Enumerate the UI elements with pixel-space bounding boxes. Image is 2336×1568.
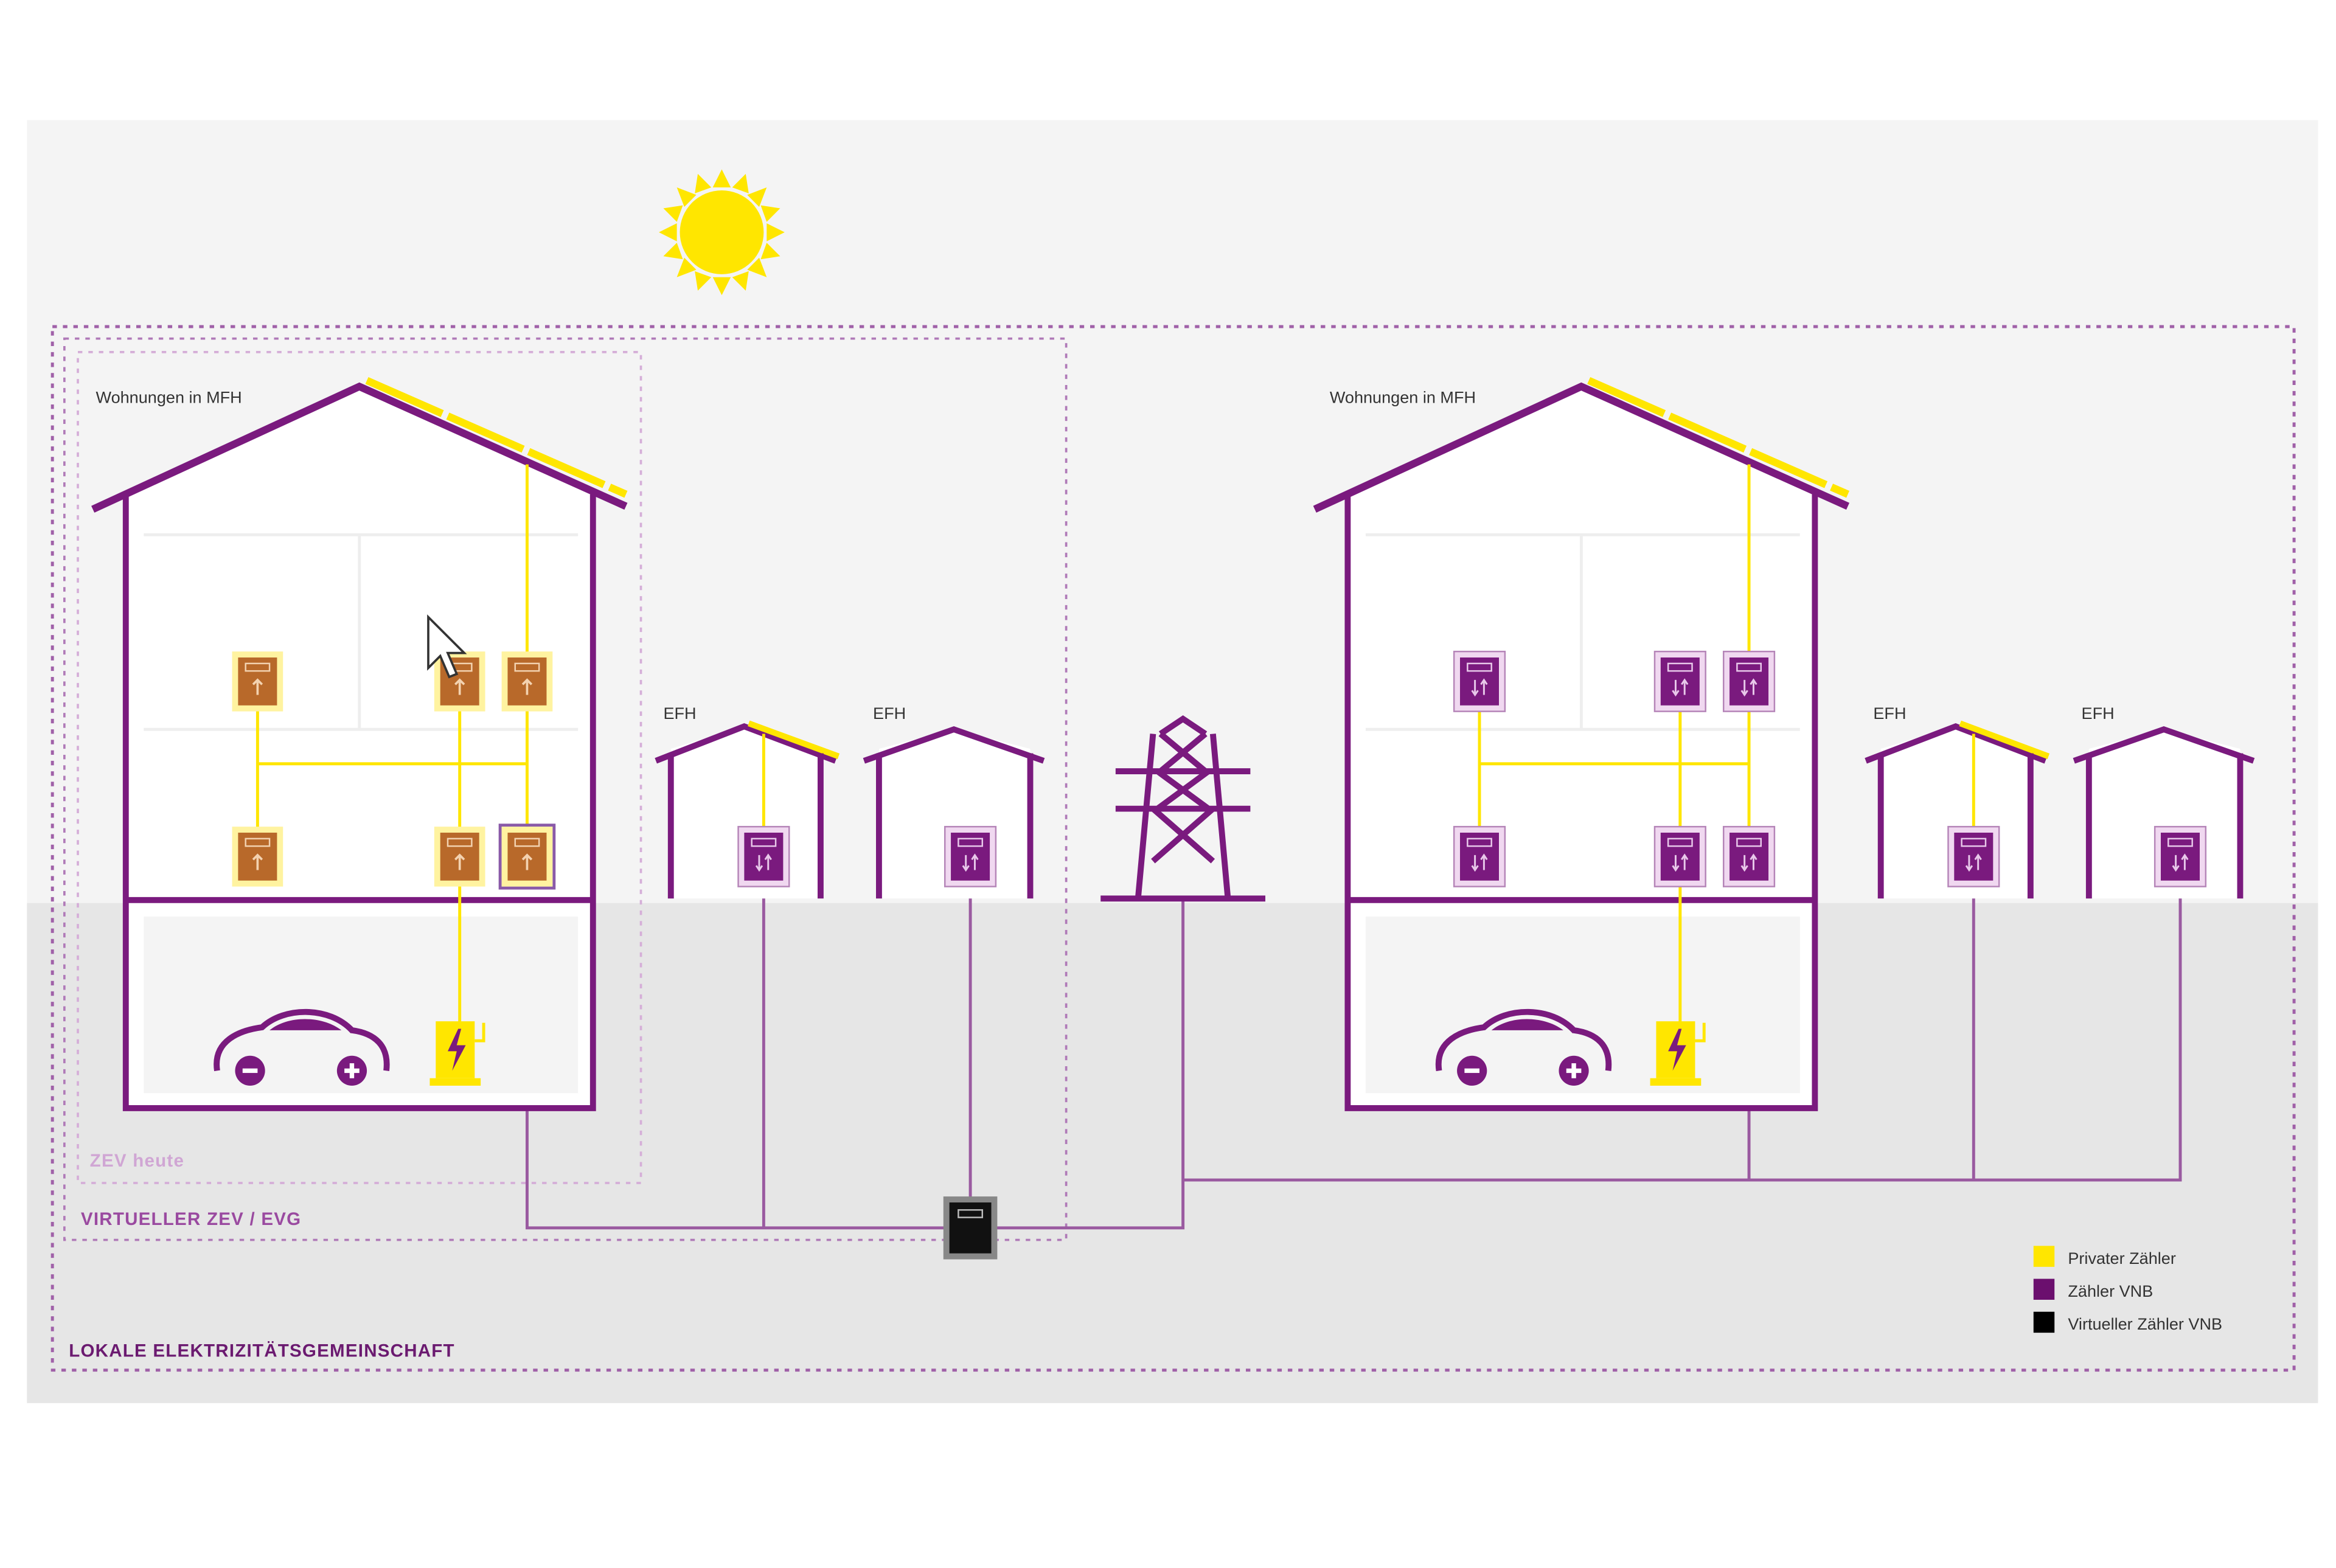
zone-lokale-eg	[50, 325, 2296, 1372]
virtual-meter-icon	[943, 1196, 998, 1260]
legend-swatch-private	[2033, 1246, 2055, 1267]
legend-label: Zähler VNB	[2068, 1282, 2153, 1300]
zone-zev-heute	[77, 351, 642, 1184]
mfh-right-label: Wohnungen in MFH	[1330, 388, 1476, 407]
vnb-meter-icon	[1653, 650, 1707, 713]
private-meter-icon	[500, 650, 554, 713]
private-meter-icon	[231, 650, 285, 713]
vnb-meter-icon	[2154, 825, 2207, 888]
legend-swatch-vnb	[2033, 1278, 2055, 1300]
legend-label: Privater Zähler	[2068, 1249, 2175, 1268]
mfh-left-label: Wohnungen in MFH	[96, 388, 242, 407]
vnb-meter-icon	[1722, 825, 1776, 888]
lokale-eg-label: LOKALE ELEKTRIZITÄTSGEMEINSCHAFT	[69, 1341, 455, 1361]
virtueller-zev-label: VIRTUELLER ZEV / EVG	[81, 1209, 301, 1229]
legend-swatch-virtual	[2033, 1311, 2055, 1333]
mouse-cursor-icon	[427, 614, 467, 679]
efh-4: EFH	[2073, 704, 2255, 899]
vnb-meter-icon	[1722, 650, 1776, 713]
efh-label: EFH	[663, 704, 696, 723]
vnb-meter-icon	[1453, 650, 1506, 713]
vnb-meter-icon	[944, 825, 997, 888]
legend-label: Virtueller Zähler VNB	[2068, 1314, 2222, 1333]
efh-label: EFH	[1873, 704, 1906, 723]
efh-2: EFH	[863, 704, 1045, 899]
efh-1: EFH	[655, 704, 840, 899]
zone-virtueller-zev	[63, 337, 1068, 1241]
sun-icon	[659, 169, 785, 296]
legend: Privater Zähler Zähler VNB Virtueller Zä…	[2033, 1246, 2222, 1333]
efh-label: EFH	[2082, 704, 2115, 723]
vnb-meter-icon	[1453, 825, 1506, 888]
vnb-meter-icon	[737, 825, 790, 888]
efh-3: EFH	[1865, 704, 2050, 899]
private-meter-icon	[231, 825, 285, 888]
vnb-meter-icon	[1653, 825, 1707, 888]
power-pylon-icon	[1100, 715, 1265, 902]
mfh-left: Wohnungen in MFH	[91, 376, 628, 1111]
vnb-meter-icon	[1947, 825, 2000, 888]
bidirectional-meter-icon	[500, 825, 554, 888]
private-meter-icon	[433, 825, 487, 888]
zev-heute-label: ZEV heute	[90, 1151, 184, 1171]
efh-label: EFH	[873, 704, 906, 723]
mfh-right: Wohnungen in MFH	[1313, 376, 1850, 1111]
